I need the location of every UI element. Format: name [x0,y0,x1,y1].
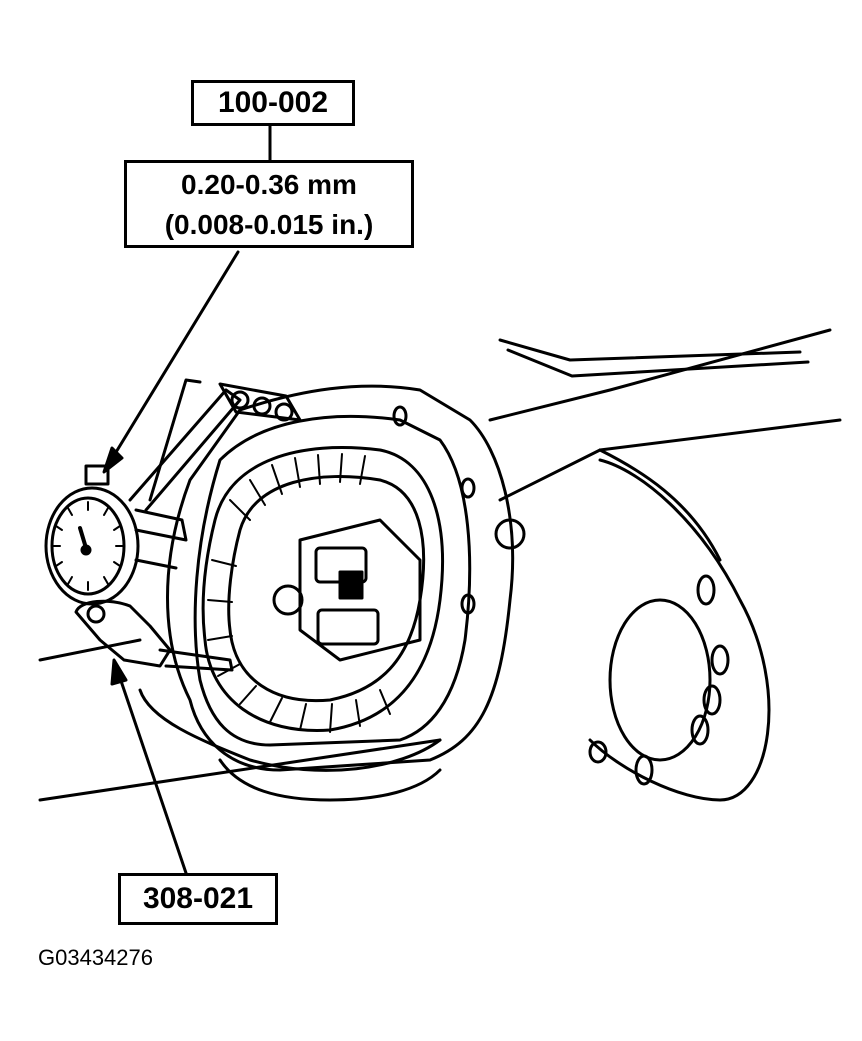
tool-number-308-021: 308-021 [142,882,254,915]
dial-graduations [51,501,125,591]
flange-bolt-hole [710,644,730,676]
dial-indicator-assembly [44,378,302,672]
housing-bolt [460,477,476,499]
pinion-housing [138,688,442,802]
axle-flange [588,458,771,802]
bracket-arm [158,648,234,672]
magnetic-base [218,382,302,422]
leader-arrowhead-bracket [110,658,128,686]
backlash-spec-callout: 0.20-0.36 mm (0.008-0.015 in.) [124,160,414,248]
flange-bolt-hole [588,740,608,764]
background-lines [38,638,442,802]
figure-id: G03434276 [38,945,153,970]
ring-gear [201,446,444,733]
indicator-arm [134,508,188,542]
cross-shaft [338,570,364,600]
flange-bolt-hole [634,754,654,786]
flange-bolt-hole [696,574,716,606]
leader-spec-to-dial [108,250,240,464]
leader-lines [102,124,272,875]
tool-number-100-002: 100-002 [217,86,329,119]
tool-callout-100-002: 100-002 [191,80,355,126]
dial-indicator [44,486,140,606]
leader-308-to-bracket [116,670,188,875]
housing-bolt [494,518,526,550]
differential-case [272,518,422,662]
bracket-308-021 [74,599,172,668]
ring-gear-teeth [207,453,391,733]
flange-bolt-hole [690,714,710,746]
housing-bolt [392,405,408,427]
housing-bolt [460,593,476,615]
tool-callout-308-021: 308-021 [118,873,278,925]
spec-imperial: (0.008-0.015 in.) [164,209,374,240]
axle-tube [488,328,842,562]
spec-metric: 0.20-0.36 mm [181,169,357,200]
dial-stem-top [84,464,110,486]
flange-bolt-hole [702,684,722,716]
